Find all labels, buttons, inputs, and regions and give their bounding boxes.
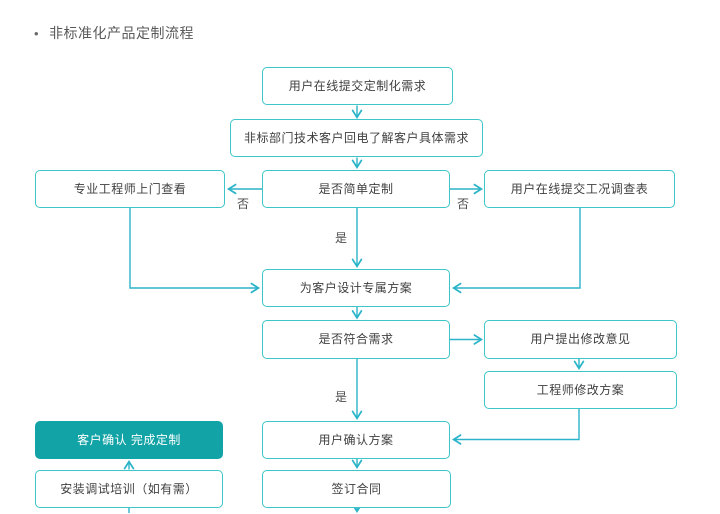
edge-label-yes-design: 是 <box>334 231 347 245</box>
node-simple-custom-decision: 是否简单定制 <box>262 170 450 208</box>
node-confirm-plan: 用户确认方案 <box>262 421 450 459</box>
edge-label-yes-confirm: 是 <box>334 390 347 404</box>
node-meet-needs-decision: 是否符合需求 <box>262 320 450 359</box>
node-survey-form: 用户在线提交工况调查表 <box>484 170 675 208</box>
node-engineer-visit: 专业工程师上门查看 <box>35 170 225 208</box>
edge-label-no-left: 否 <box>236 197 249 211</box>
node-revise-plan: 工程师修改方案 <box>484 371 677 409</box>
node-install-training: 安装调试培训（如有需） <box>35 470 223 508</box>
bullet-icon: • <box>34 25 40 41</box>
node-callback: 非标部门技术客户回电了解客户具体需求 <box>230 119 483 157</box>
page-title: • 非标准化产品定制流程 <box>34 23 194 43</box>
node-design-plan: 为客户设计专属方案 <box>262 269 450 307</box>
node-confirm-done: 客户确认 完成定制 <box>35 421 223 459</box>
node-submit-request: 用户在线提交定制化需求 <box>262 67 453 105</box>
node-feedback: 用户提出修改意见 <box>484 320 677 359</box>
page-title-text: 非标准化产品定制流程 <box>49 25 195 41</box>
edge-label-no-right: 否 <box>456 197 469 211</box>
node-sign-contract: 签订合同 <box>262 470 451 508</box>
